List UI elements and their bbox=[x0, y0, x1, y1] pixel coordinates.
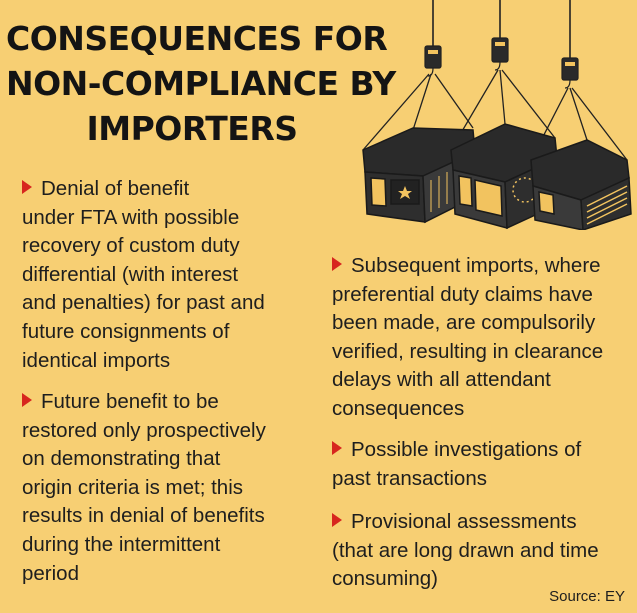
bullet-triangle-icon bbox=[332, 513, 342, 527]
title-line: NON-COMPLIANCE BY bbox=[6, 64, 396, 103]
item-line: recovery of custom duty bbox=[22, 234, 240, 258]
item-line: on demonstrating that bbox=[22, 447, 221, 471]
item-line: future consignments of bbox=[22, 319, 230, 343]
container-usa bbox=[530, 139, 632, 230]
item-line: Denial of benefit bbox=[41, 177, 190, 200]
item-line: Provisional assessments bbox=[351, 510, 577, 533]
item-line: during the intermittent bbox=[22, 532, 221, 556]
consequence-item: Denial of benefit under FTA with possibl… bbox=[22, 175, 265, 375]
infographic-title: CONSEQUENCES FOR NON-COMPLIANCE BY IMPOR… bbox=[6, 16, 396, 151]
item-line: consuming) bbox=[332, 567, 438, 591]
item-line: (that are long drawn and time bbox=[332, 538, 599, 562]
consequence-item: Subsequent imports, where preferential d… bbox=[332, 252, 603, 424]
bullet-triangle-icon bbox=[332, 257, 342, 271]
item-line: preferential duty claims have bbox=[332, 282, 593, 306]
container-china bbox=[362, 127, 478, 224]
item-line: Future benefit to be bbox=[41, 390, 219, 413]
consequence-item: Future benefit to be restored only prosp… bbox=[22, 388, 266, 588]
item-line: and penalties) for past and bbox=[22, 291, 265, 315]
bullet-triangle-icon bbox=[332, 441, 342, 455]
item-line: consequences bbox=[332, 396, 465, 420]
item-line: Subsequent imports, where bbox=[351, 254, 601, 277]
source-credit: Source: EY bbox=[549, 588, 625, 605]
title-line: IMPORTERS bbox=[86, 109, 298, 148]
item-line: past transactions bbox=[332, 466, 487, 490]
hanging-shipping-containers-icon bbox=[362, 0, 632, 230]
bullet-triangle-icon bbox=[22, 180, 32, 194]
item-line: restored only prospectively bbox=[22, 418, 266, 442]
title-line: CONSEQUENCES FOR bbox=[6, 19, 388, 58]
item-line: delays with all attendant bbox=[332, 368, 551, 392]
item-line: Possible investigations of bbox=[351, 438, 582, 461]
item-line: period bbox=[22, 561, 79, 585]
item-line: differential (with interest bbox=[22, 262, 239, 286]
bullet-triangle-icon bbox=[22, 393, 32, 407]
item-line: under FTA with possible bbox=[22, 205, 240, 229]
item-line: results in denial of benefits bbox=[22, 504, 265, 528]
consequence-item: Provisional assessments (that are long d… bbox=[332, 508, 599, 594]
item-line: identical imports bbox=[22, 348, 171, 372]
consequence-item: Possible investigations of past transact… bbox=[332, 436, 581, 493]
item-line: verified, resulting in clearance bbox=[332, 339, 604, 363]
item-line: origin criteria is met; this bbox=[22, 475, 244, 499]
item-line: been made, are compulsorily bbox=[332, 311, 596, 335]
container-eu bbox=[450, 123, 560, 230]
